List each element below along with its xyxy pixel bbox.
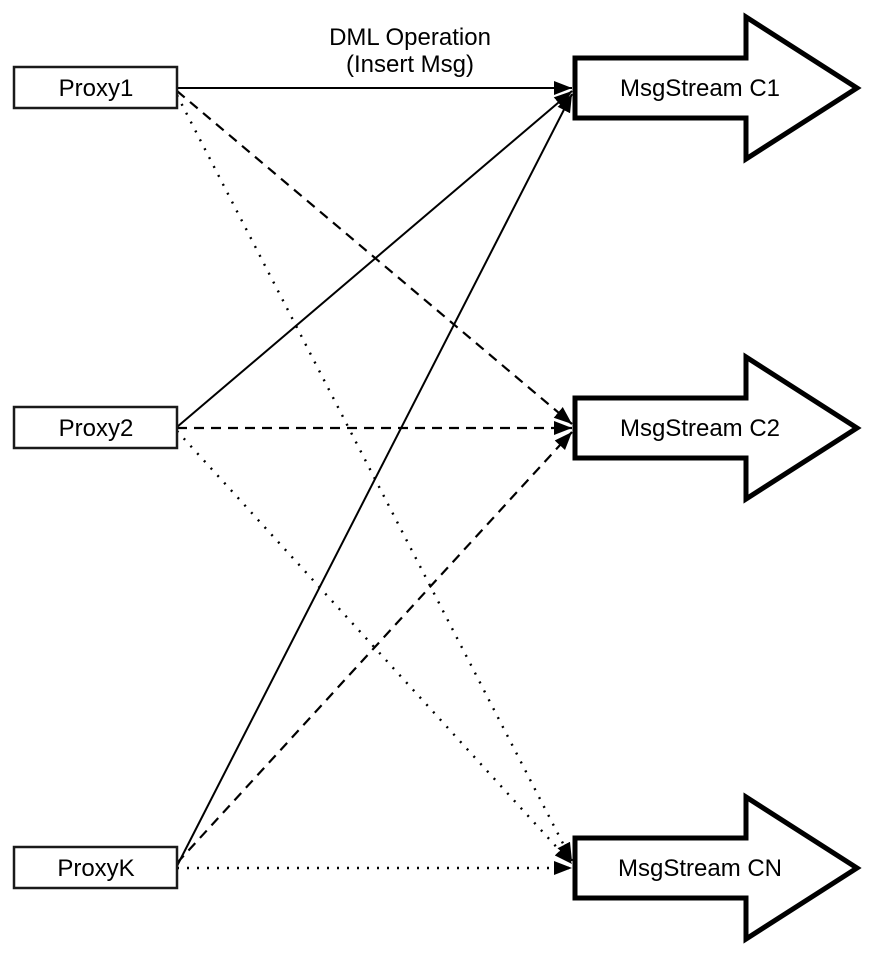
proxyk-box xyxy=(12,845,179,890)
edge-proxyk-to-c1 xyxy=(176,93,573,867)
msgstream-c2-label: MsgStream C2 xyxy=(620,415,780,442)
edge-proxyk-to-c2 xyxy=(176,431,573,864)
dml-operation-annotation-line1: DML Operation xyxy=(329,24,491,51)
msgstream-cn-node: MsgStream CN xyxy=(572,792,862,944)
msgstream-c1-label: MsgStream C1 xyxy=(620,75,780,102)
msgstream-c1-block-arrow-shape xyxy=(572,12,862,164)
proxy2-node: Proxy2 xyxy=(12,405,179,450)
proxyk-node: ProxyK xyxy=(12,845,179,890)
proxy1-box xyxy=(12,65,179,110)
edge-proxy1-to-c2 xyxy=(176,90,573,425)
dml-operation-annotation-line2: (Insert Msg) xyxy=(346,51,474,78)
msgstream-c2-node: MsgStream C2 xyxy=(572,352,862,504)
proxy1-node: Proxy1 xyxy=(12,65,179,110)
proxy2-label: Proxy2 xyxy=(59,415,134,442)
msgstream-c1-node: MsgStream C1 xyxy=(572,12,862,164)
proxyk-label: ProxyK xyxy=(57,855,134,882)
msgstream-cn-block-arrow-shape xyxy=(572,792,862,944)
edge-proxy2-to-c1 xyxy=(176,90,573,428)
msgstream-c2-block-arrow-shape xyxy=(572,352,862,504)
proxy1-label: Proxy1 xyxy=(59,75,134,102)
msgstream-cn-label: MsgStream CN xyxy=(618,855,782,882)
proxy2-box xyxy=(12,405,179,450)
edge-proxy1-to-cn xyxy=(175,94,574,862)
